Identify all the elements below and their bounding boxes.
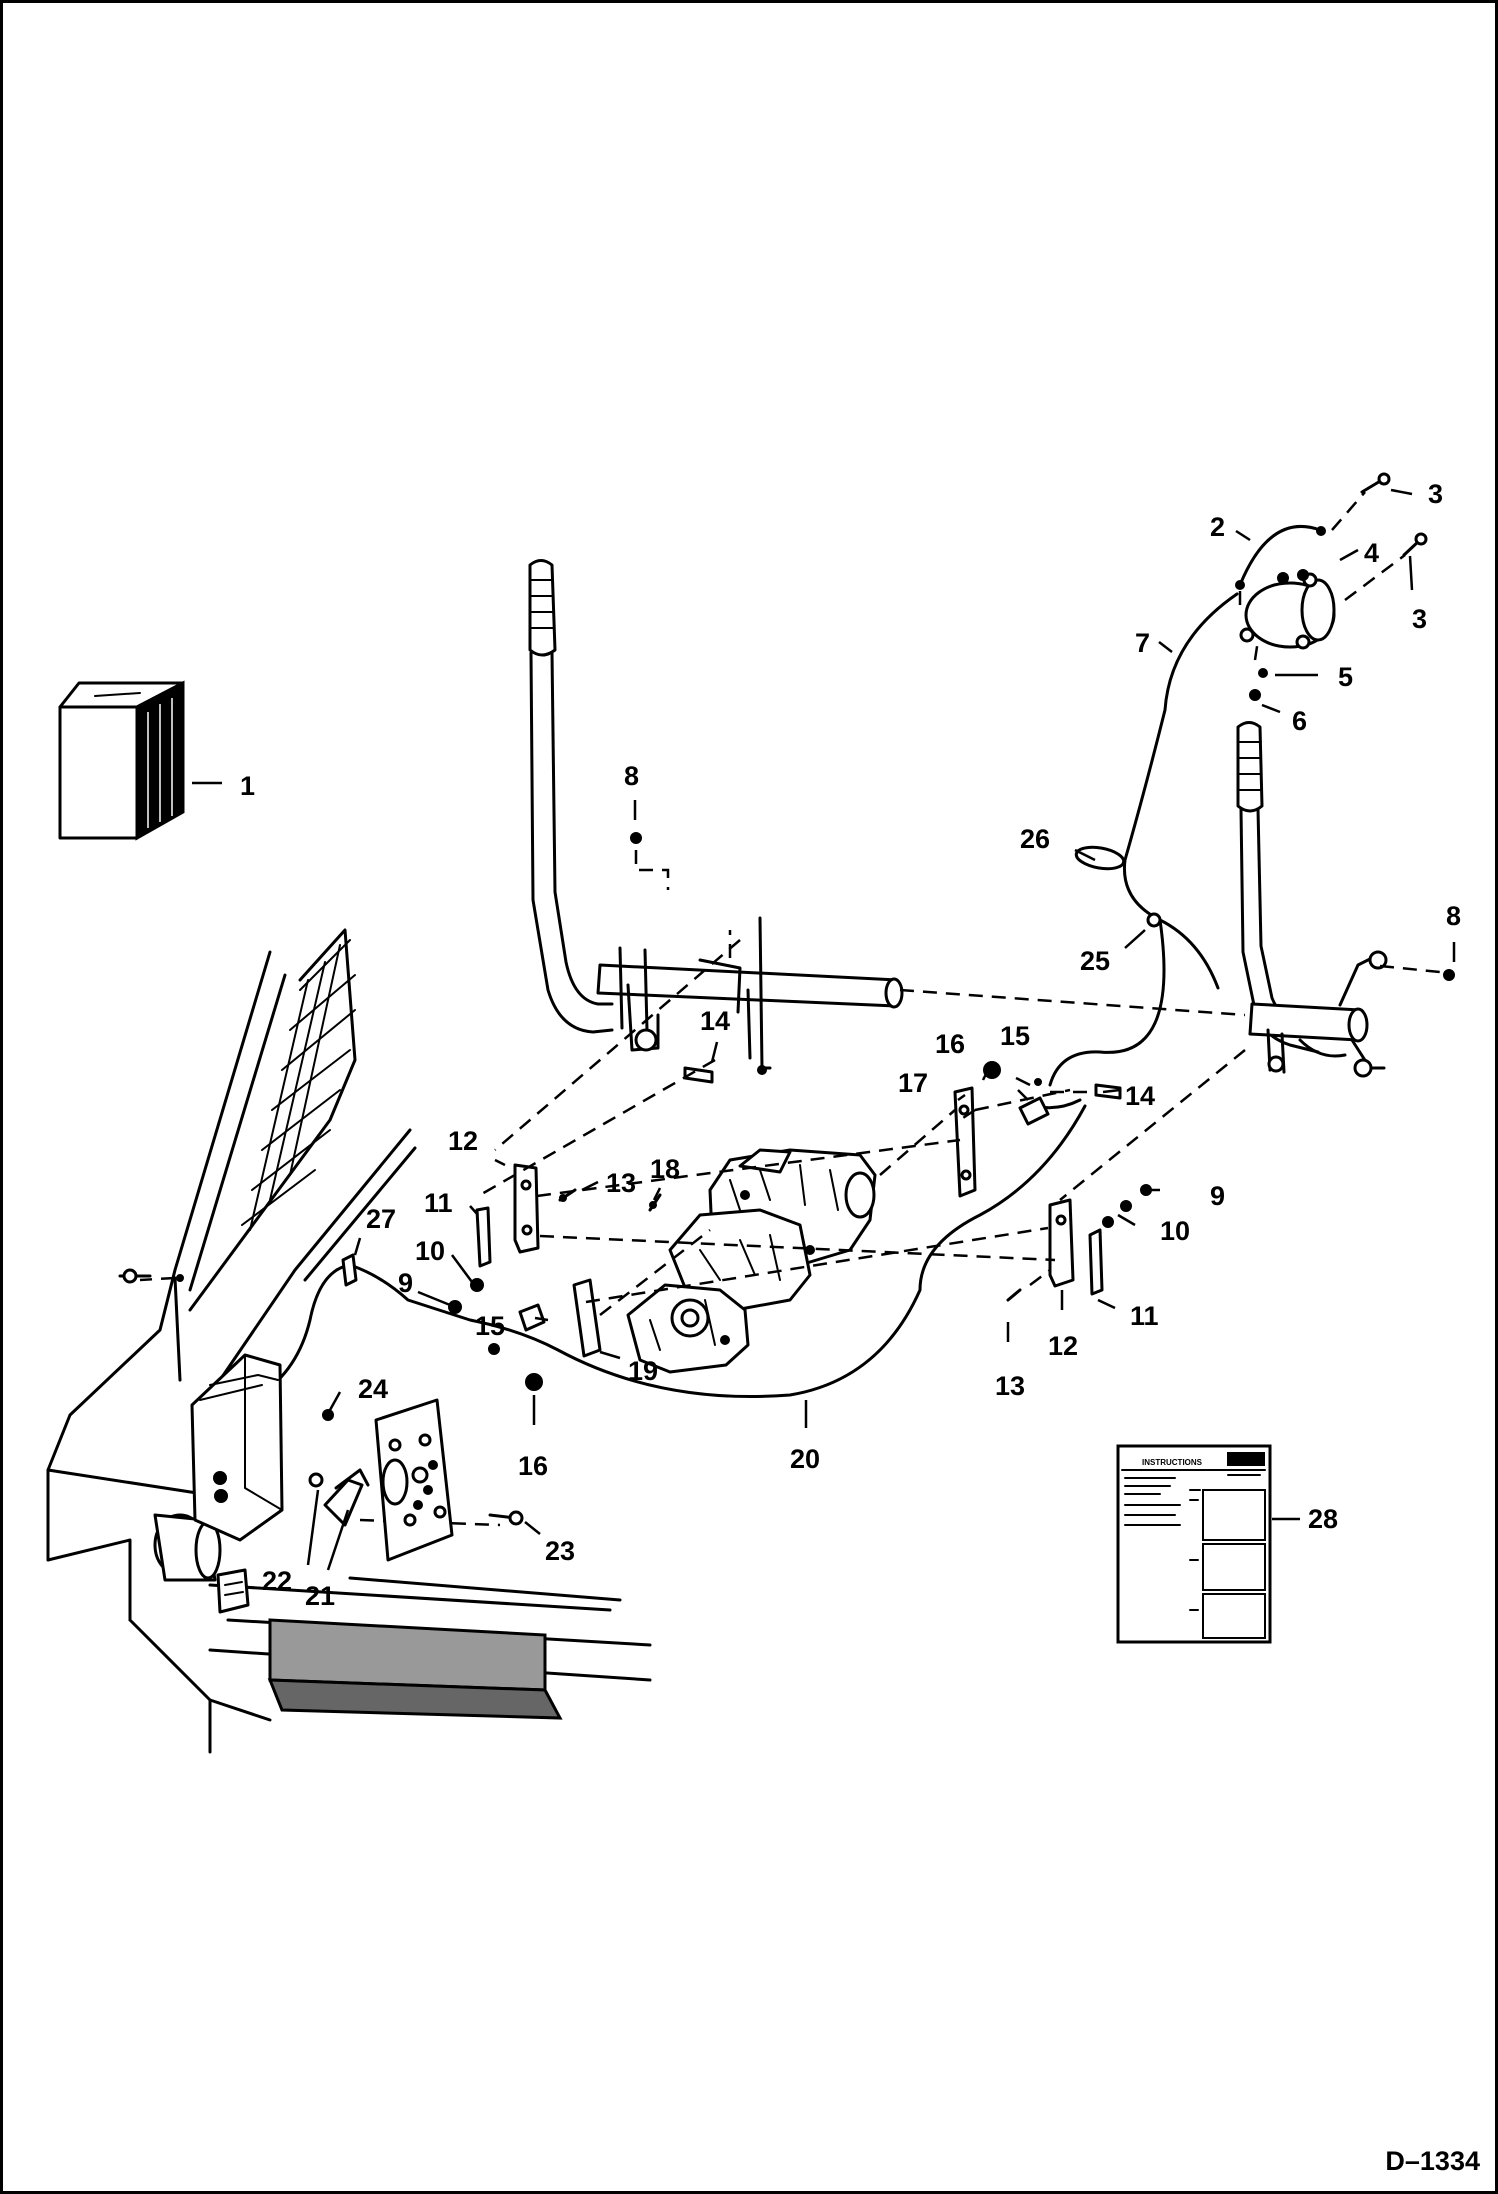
callout-17: 17 — [898, 1068, 928, 1098]
part-left-control-lever — [528, 559, 904, 1075]
leader-lines — [192, 488, 1456, 1571]
callout-11-left: 11 — [424, 1188, 453, 1218]
callout-27: 27 — [366, 1204, 396, 1234]
callout-6: 6 — [1292, 706, 1307, 736]
callout-16-right: 16 — [935, 1029, 965, 1059]
callout-22: 22 — [262, 1566, 292, 1596]
drawing-id: D–1334 — [1385, 2146, 1480, 2176]
callout-7: 7 — [1135, 628, 1150, 658]
callout-5: 5 — [1338, 662, 1353, 692]
callout-9-left: 9 — [398, 1268, 413, 1298]
part-brackets-left — [341, 1066, 714, 1391]
callout-2: 2 — [1210, 512, 1225, 542]
callout-18: 18 — [650, 1154, 680, 1184]
instruction-sheet-heading: INSTRUCTIONS — [1142, 1458, 1203, 1467]
part-brackets-right — [630, 472, 1455, 1302]
callout-4: 4 — [1364, 538, 1379, 568]
assembly-dashed-lines — [139, 491, 1441, 1527]
callout-10-left: 10 — [415, 1236, 445, 1266]
callout-23: 23 — [545, 1536, 575, 1566]
callout-11-right: 11 — [1130, 1301, 1159, 1331]
callout-21: 21 — [305, 1581, 335, 1611]
callout-8-right: 8 — [1446, 901, 1461, 931]
wiring — [248, 524, 1326, 1489]
callout-12-left: 12 — [448, 1126, 478, 1156]
callout-14-left: 14 — [700, 1006, 730, 1036]
part-control-plate — [308, 1398, 524, 1562]
callout-14-right: 14 — [1125, 1081, 1155, 1111]
callout-10-right: 10 — [1160, 1216, 1190, 1246]
callout-25: 25 — [1080, 946, 1110, 976]
part-right-control-lever — [1236, 721, 1388, 1078]
part-hydraulic-pump — [626, 1148, 877, 1374]
callout-3-lower: 3 — [1412, 604, 1427, 634]
callout-15-right: 15 — [1000, 1021, 1030, 1051]
callout-1: 1 — [240, 771, 255, 801]
callout-8-left: 8 — [624, 761, 639, 791]
callout-15-left: 15 — [475, 1311, 505, 1341]
callout-13-right: 13 — [995, 1371, 1025, 1401]
callout-28: 28 — [1308, 1504, 1338, 1534]
machine-frame — [46, 928, 652, 1754]
callout-26: 26 — [1020, 824, 1050, 854]
part-battery-box — [58, 680, 185, 841]
callout-24: 24 — [358, 1374, 388, 1404]
part-solenoid — [1239, 569, 1336, 650]
callout-labels: 1 2 3 3 4 5 6 7 8 8 9 9 10 10 11 11 12 1… — [240, 479, 1480, 2176]
callout-20: 20 — [790, 1444, 820, 1474]
callout-9-right: 9 — [1210, 1181, 1225, 1211]
instruction-sheet: INSTRUCTIONS — [1116, 1444, 1272, 1644]
callout-19: 19 — [628, 1356, 658, 1386]
callout-3-top: 3 — [1428, 479, 1443, 509]
callout-12-right: 12 — [1048, 1331, 1078, 1361]
callout-13-left: 13 — [606, 1168, 636, 1198]
callout-16-left: 16 — [518, 1451, 548, 1481]
